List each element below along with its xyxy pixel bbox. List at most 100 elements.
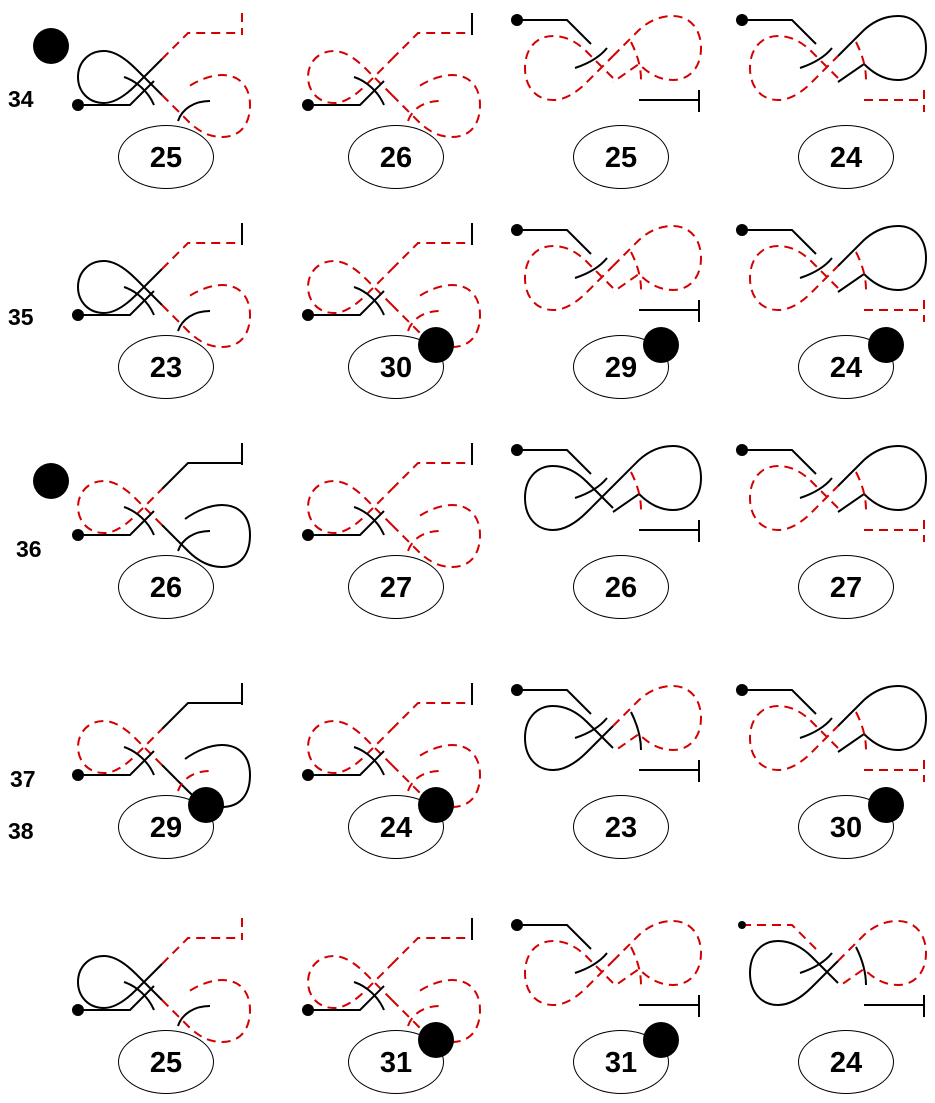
- row-marker-dot: [33, 463, 69, 499]
- crossing-stub: [856, 472, 866, 510]
- crossing-stub: [800, 953, 832, 973]
- knot-left-loop: [750, 706, 838, 770]
- knot-start-dot: [736, 444, 748, 456]
- marker-dot: [868, 787, 904, 823]
- knot-right-loop: [613, 16, 701, 82]
- row-label: 37: [10, 766, 36, 793]
- knot-cell: 31: [300, 910, 510, 1100]
- knot-start-dot: [72, 1004, 84, 1016]
- knot-end-bar: [864, 90, 924, 112]
- knot-start-dot: [72, 99, 84, 111]
- knot-tail: [308, 81, 384, 105]
- knot-left-loop: [750, 36, 838, 100]
- count-number: 27: [380, 572, 412, 605]
- knot-tail: [742, 230, 816, 254]
- knot-cell: 24: [750, 910, 935, 1100]
- crossing-stub: [800, 48, 832, 68]
- knot-right-loop: [613, 226, 701, 292]
- count-oval: 26: [348, 125, 444, 189]
- knot-right-loop: [838, 16, 926, 82]
- knot-tail: [78, 986, 154, 1010]
- knot-tail: [78, 751, 154, 775]
- knot-left-loop: [750, 246, 838, 310]
- knot-tail: [78, 81, 154, 105]
- knot-left-loop: [750, 466, 838, 530]
- knot-end-bar: [864, 300, 924, 322]
- knot-tail: [742, 690, 816, 714]
- crossing-stub: [178, 1006, 210, 1026]
- crossing-stub: [575, 48, 607, 68]
- count-oval: 27: [798, 555, 894, 619]
- crossing-stub: [631, 947, 641, 985]
- crossing-stub: [575, 718, 607, 738]
- knot-right-loop: [392, 33, 480, 137]
- marker-dot: [188, 787, 224, 823]
- crossing-stub: [631, 42, 641, 80]
- knot-start-dot: [72, 529, 84, 541]
- knot-tail: [517, 20, 591, 44]
- knot-start-dot: [302, 309, 314, 321]
- marker-dot: [418, 327, 454, 363]
- knot-cell: 23: [70, 215, 280, 405]
- crossing-stub: [408, 101, 440, 121]
- count-number: 24: [830, 1047, 862, 1080]
- knot-start-dot: [738, 921, 746, 929]
- count-oval: 26: [118, 555, 214, 619]
- knot-end-bar: [864, 760, 924, 782]
- row-label: 36: [16, 536, 42, 563]
- knot-tail: [78, 291, 154, 315]
- crossing-stub: [631, 472, 641, 510]
- count-number: 26: [380, 142, 412, 175]
- crossing-stub: [631, 252, 641, 290]
- row-marker-dot: [33, 28, 69, 64]
- count-number: 24: [830, 352, 862, 385]
- knot-tail: [78, 511, 154, 535]
- knot-tail: [742, 925, 816, 949]
- count-oval: 26: [573, 555, 669, 619]
- knot-tail: [517, 450, 591, 474]
- count-number: 31: [380, 1047, 412, 1080]
- knot-start-dot: [72, 769, 84, 781]
- count-number: 31: [605, 1047, 637, 1080]
- knot-right-loop: [613, 446, 701, 512]
- marker-dot: [868, 327, 904, 363]
- knot-cell: 23: [525, 675, 735, 865]
- knot-cell: 25: [70, 910, 280, 1100]
- knot-tail: [308, 511, 384, 535]
- count-number: 23: [150, 352, 182, 385]
- knot-start-dot: [511, 684, 523, 696]
- knot-right-loop: [162, 243, 250, 347]
- crossing-stub: [800, 258, 832, 278]
- knot-start-dot: [511, 919, 523, 931]
- count-oval: 23: [118, 335, 214, 399]
- count-number: 29: [150, 812, 182, 845]
- knot-right-loop: [838, 921, 926, 987]
- knot-cell: 27: [300, 435, 510, 625]
- knot-tail: [517, 690, 591, 714]
- crossing-stub: [178, 101, 210, 121]
- knot-start-dot: [302, 99, 314, 111]
- knot-tail: [742, 450, 816, 474]
- knot-right-loop: [838, 226, 926, 292]
- count-number: 26: [150, 572, 182, 605]
- knot-right-loop: [613, 686, 701, 752]
- knot-right-loop: [392, 463, 480, 567]
- marker-dot: [418, 787, 454, 823]
- knot-end-bar: [639, 760, 699, 782]
- row-label: 34: [8, 86, 34, 113]
- knot-start-dot: [736, 684, 748, 696]
- knot-cell: 29: [525, 215, 735, 405]
- knot-left-loop: [750, 941, 838, 1005]
- knot-cell: 29: [70, 675, 280, 865]
- crossing-stub: [856, 42, 866, 80]
- count-number: 24: [380, 812, 412, 845]
- knot-tail: [308, 986, 384, 1010]
- count-number: 25: [150, 1047, 182, 1080]
- knot-right-loop: [838, 686, 926, 752]
- crossing-stub: [178, 531, 210, 551]
- knot-tail: [308, 291, 384, 315]
- knot-end-bar: [639, 520, 699, 542]
- count-oval: 25: [573, 125, 669, 189]
- knot-end-bar: [864, 995, 924, 1017]
- knot-cell: 26: [525, 435, 735, 625]
